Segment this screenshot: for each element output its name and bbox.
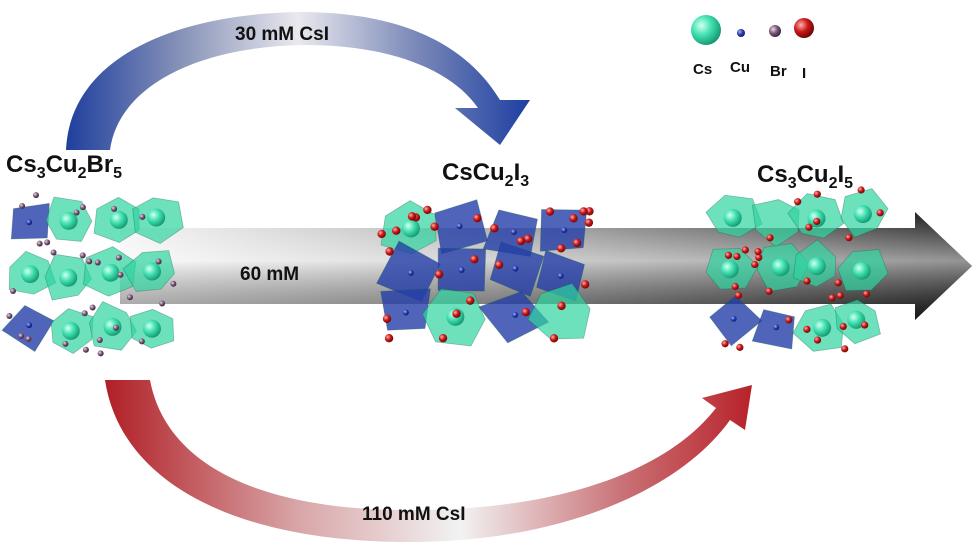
formula-cscu2i3: CsCu2I3 xyxy=(442,159,529,190)
crystal-structure-cs3cu2br5 xyxy=(1,192,184,357)
top-condition-label: 30 mM CsI xyxy=(235,24,329,45)
bottom-curved-arrow xyxy=(105,380,752,543)
legend-cu-atom xyxy=(737,29,745,37)
crystal-structure-cs3cu2i5 xyxy=(705,186,889,353)
formula-cs3cu2i5: Cs3Cu2I5 xyxy=(757,161,853,192)
atom-legend: Cs Cu Br I xyxy=(691,15,814,82)
formula-cs3cu2br5: Cs3Cu2Br5 xyxy=(6,151,122,182)
legend-cs-atom xyxy=(691,15,721,45)
legend-label-cu: Cu xyxy=(730,59,750,76)
legend-label-br: Br xyxy=(770,63,787,80)
top-curved-arrow xyxy=(66,12,530,150)
crystal-structure-cscu2i3 xyxy=(376,199,594,347)
bottom-condition-label: 110 mM CsI xyxy=(362,504,466,525)
legend-label-cs: Cs xyxy=(693,61,712,78)
legend-label-i: I xyxy=(802,65,806,82)
legend-br-atom xyxy=(769,25,781,37)
legend-i-atom xyxy=(794,18,814,38)
middle-condition-label: 60 mM xyxy=(240,264,299,285)
